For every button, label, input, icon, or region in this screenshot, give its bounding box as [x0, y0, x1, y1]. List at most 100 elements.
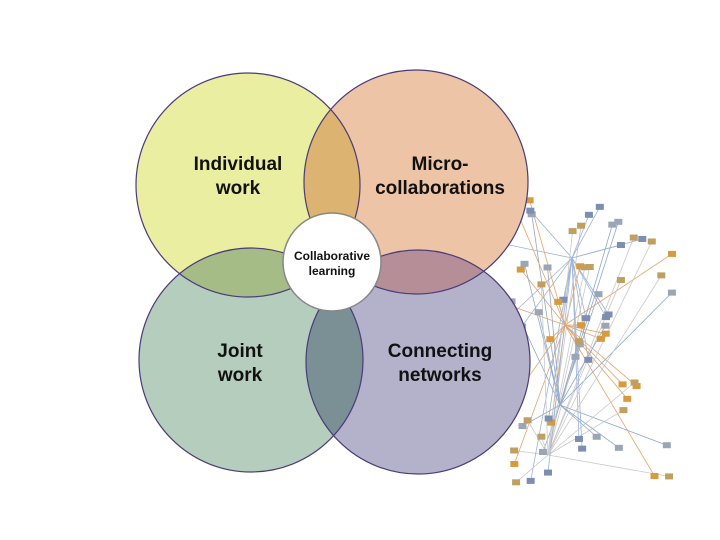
network-node — [510, 447, 519, 454]
network-node — [578, 445, 587, 452]
network-edge — [564, 324, 655, 477]
network-node — [580, 264, 589, 271]
network-node — [512, 479, 521, 486]
network-node — [575, 341, 584, 348]
network-node — [601, 330, 610, 337]
network-node — [527, 211, 536, 218]
label-connecting-networks: Connecting networks — [387, 341, 493, 386]
network-node — [568, 228, 577, 235]
network-edge — [564, 253, 673, 326]
network-node — [537, 281, 546, 288]
network-node — [571, 353, 580, 360]
network-edge — [513, 324, 566, 465]
network-node — [604, 311, 613, 318]
network-edge — [538, 312, 561, 406]
network-node — [629, 234, 638, 241]
network-edge — [547, 237, 635, 456]
network-node — [574, 338, 583, 345]
network-edge — [564, 324, 628, 400]
network-node — [526, 207, 535, 214]
network-edge — [547, 279, 622, 456]
network-node — [518, 423, 527, 430]
network-node — [525, 197, 534, 204]
network-node — [582, 315, 591, 322]
network-node — [614, 218, 623, 225]
network-node — [559, 296, 568, 303]
network-edge — [571, 206, 601, 259]
network-node — [623, 395, 632, 402]
network-edge — [547, 382, 635, 456]
label-joint-work: Joint work — [217, 341, 263, 386]
network-node — [523, 417, 532, 424]
network-node — [657, 272, 666, 279]
network-node — [576, 263, 585, 270]
network-node — [619, 407, 628, 414]
label-individual-work: Individual work — [193, 154, 283, 199]
network-node — [616, 242, 625, 249]
network-node — [585, 263, 594, 270]
network-node — [662, 442, 671, 449]
network-node — [584, 356, 593, 363]
network-node — [638, 235, 647, 242]
network-edge — [571, 257, 580, 439]
network-edge — [547, 409, 624, 456]
network-node — [601, 322, 610, 329]
network-node — [577, 322, 586, 329]
network-node — [650, 472, 659, 479]
network-node — [616, 277, 625, 284]
network-node — [667, 289, 676, 296]
network-edge — [508, 257, 573, 318]
network-node — [594, 291, 603, 298]
network-node — [665, 473, 674, 480]
network-edge — [564, 266, 581, 326]
network-edge — [547, 225, 582, 456]
network-edge — [559, 404, 597, 438]
network-edge — [547, 454, 670, 477]
network-edge — [530, 210, 573, 259]
network-node — [668, 250, 677, 257]
network-node — [534, 309, 543, 316]
network-edge — [514, 205, 566, 326]
network-node — [618, 381, 627, 388]
network-edge — [547, 257, 573, 473]
network-node — [577, 222, 586, 229]
network-node — [544, 415, 553, 422]
network-node — [516, 266, 525, 273]
network-node — [630, 379, 639, 386]
network-node — [546, 336, 555, 343]
network-node — [554, 298, 563, 305]
network-node — [537, 433, 546, 440]
network-edge — [571, 238, 643, 259]
network-node — [543, 264, 552, 271]
network-edge — [571, 257, 587, 319]
network-node — [614, 444, 623, 451]
network-edge — [504, 243, 573, 259]
label-micro-collaborations: Micro- collaborations — [375, 154, 505, 199]
network-edge — [559, 404, 667, 446]
network-edge — [548, 257, 573, 419]
network-edge — [547, 275, 662, 456]
network-edge — [547, 341, 580, 456]
network-edge — [547, 241, 653, 456]
network-node — [632, 383, 641, 390]
network-node — [547, 419, 556, 426]
circle-connecting-networks — [306, 250, 530, 474]
network-edge — [571, 257, 583, 449]
network-edge — [571, 214, 590, 259]
network-node — [544, 469, 553, 476]
network-node — [592, 433, 601, 440]
network-edge — [559, 404, 620, 449]
network-node — [574, 435, 583, 442]
network-node — [608, 221, 617, 228]
network-node — [595, 203, 604, 210]
network-edge — [564, 324, 637, 387]
network-edge — [564, 324, 606, 335]
network-node — [647, 238, 656, 245]
network-edge — [521, 257, 573, 327]
network-node — [584, 211, 593, 218]
network-edge — [515, 454, 549, 483]
network-edge — [559, 224, 613, 406]
